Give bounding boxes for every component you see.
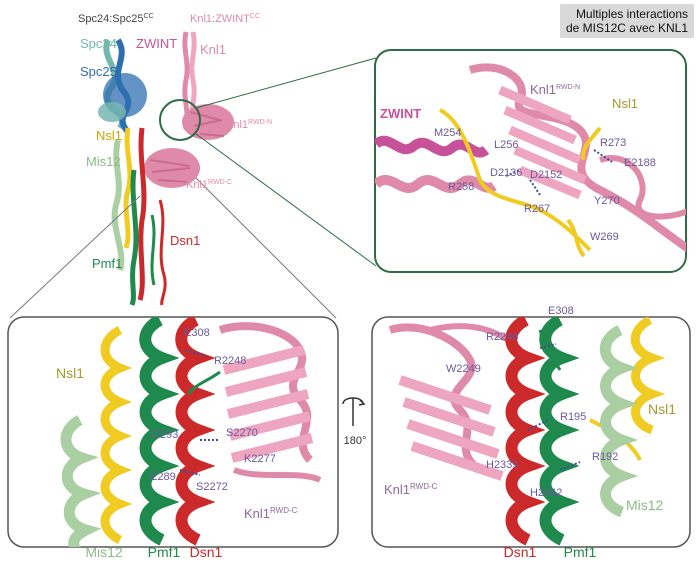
residue: R2248 <box>214 355 246 367</box>
residue: S2272 <box>196 481 228 493</box>
overview-labels: Spc24:Spc25CC Knl1:ZWINTCC Spc24 ZWINT K… <box>78 13 272 271</box>
residue: H2339 <box>486 459 518 471</box>
panel-rwdc-front-labels: Nsl1 Knl1RWD-C E308 R2248 D293 S2270 K22… <box>56 327 298 521</box>
residue: H2342 <box>530 487 562 499</box>
label-knl1-rwdn: Knl1RWD-N <box>226 119 272 131</box>
label-zwint: ZWINT <box>136 36 177 51</box>
rotation-indicator: 180° <box>342 397 367 447</box>
residue: S2270 <box>226 427 258 439</box>
residue: K2277 <box>244 453 276 465</box>
residue: D2136 <box>490 167 522 179</box>
residue: E308 <box>548 305 574 317</box>
rwdc1-label-pmf1: Pmf1 <box>148 544 181 560</box>
rwdc2-label-nsl1: Nsl1 <box>648 401 676 417</box>
residue: R195 <box>560 411 586 423</box>
panel-rwdc-back: Nsl1 Mis12 Knl1RWD-C E308 R2248 W2249 R1… <box>371 305 691 548</box>
residue: Y270 <box>594 195 620 207</box>
label-knl1: Knl1 <box>200 42 226 57</box>
rwdn-label-knl1: Knl1RWD-N <box>530 82 580 97</box>
residue: R2248 <box>486 331 518 343</box>
residue: D293 <box>152 429 178 441</box>
label-nsl1: Nsl1 <box>96 128 122 143</box>
residue: E2188 <box>624 157 656 169</box>
title-line-2: de MIS12C avec KNL1 <box>565 21 688 35</box>
rwdc1-label-dsn1: Dsn1 <box>190 544 223 560</box>
rwdc2-label-mis12: Mis12 <box>626 497 664 513</box>
zoom-circle <box>159 99 201 141</box>
rwdc2-label-dsn1: Dsn1 <box>504 544 537 560</box>
label-knl1-zwintcc: Knl1:ZWINTCC <box>190 13 260 25</box>
rwdc1-label-knl1: Knl1RWD-C <box>244 506 298 521</box>
rwdn-label-zwint: ZWINT <box>380 106 421 121</box>
rwdc2-label-knl1: Knl1RWD-C <box>384 482 438 497</box>
label-spc24: Spc24 <box>80 36 117 51</box>
rotation-label: 180° <box>344 435 367 447</box>
title-line-1: Multiples interactions <box>575 7 688 21</box>
residue: R258 <box>448 181 474 193</box>
residue: L256 <box>494 139 518 151</box>
label-spc25: Spc25 <box>80 64 117 79</box>
panel-rwdc-back-labels: Nsl1 Mis12 Knl1RWD-C E308 R2248 W2249 R1… <box>384 305 676 513</box>
panel-rwdc-front: Nsl1 Knl1RWD-C E308 R2248 D293 S2270 K22… <box>7 316 339 548</box>
rwdc1-label-mis12: Mis12 <box>85 544 123 560</box>
panel-rwdn: ZWINT Knl1RWD-N Nsl1 M254 L256 R273 E218… <box>374 49 687 273</box>
panel-rwdc-back-bottom-labels: Dsn1 Pmf1 <box>504 544 597 560</box>
residue: E289 <box>150 471 176 483</box>
residue: R267 <box>524 203 550 215</box>
rwdc2-label-pmf1: Pmf1 <box>564 544 597 560</box>
residue: E308 <box>184 327 210 339</box>
residue: W269 <box>590 231 619 243</box>
label-pmf1: Pmf1 <box>92 256 122 271</box>
residue: D2152 <box>530 169 562 181</box>
residue: R192 <box>592 451 618 463</box>
panel-rwdn-labels: ZWINT Knl1RWD-N Nsl1 M254 L256 R273 E218… <box>380 82 656 243</box>
rwdn-label-nsl1: Nsl1 <box>612 96 638 111</box>
overview-structure <box>98 31 234 306</box>
label-mis12: Mis12 <box>86 154 121 169</box>
residue: M254 <box>434 127 462 139</box>
label-dsn1: Dsn1 <box>170 233 200 248</box>
figure-title: Multiples interactions de MIS12C avec KN… <box>559 4 694 38</box>
label-knl1-rwdc: Knl1RWD-C <box>186 179 232 191</box>
zoom-connectors-bottom <box>9 177 337 319</box>
rwdc1-label-nsl1: Nsl1 <box>56 365 84 381</box>
residue: W2249 <box>446 363 481 375</box>
zoom-connectors <box>195 57 377 267</box>
label-spc24-spc25cc: Spc24:Spc25CC <box>78 13 154 25</box>
residue: R273 <box>600 137 626 149</box>
panel-rwdc-front-bottom-labels: Mis12 Pmf1 Dsn1 <box>85 544 222 560</box>
